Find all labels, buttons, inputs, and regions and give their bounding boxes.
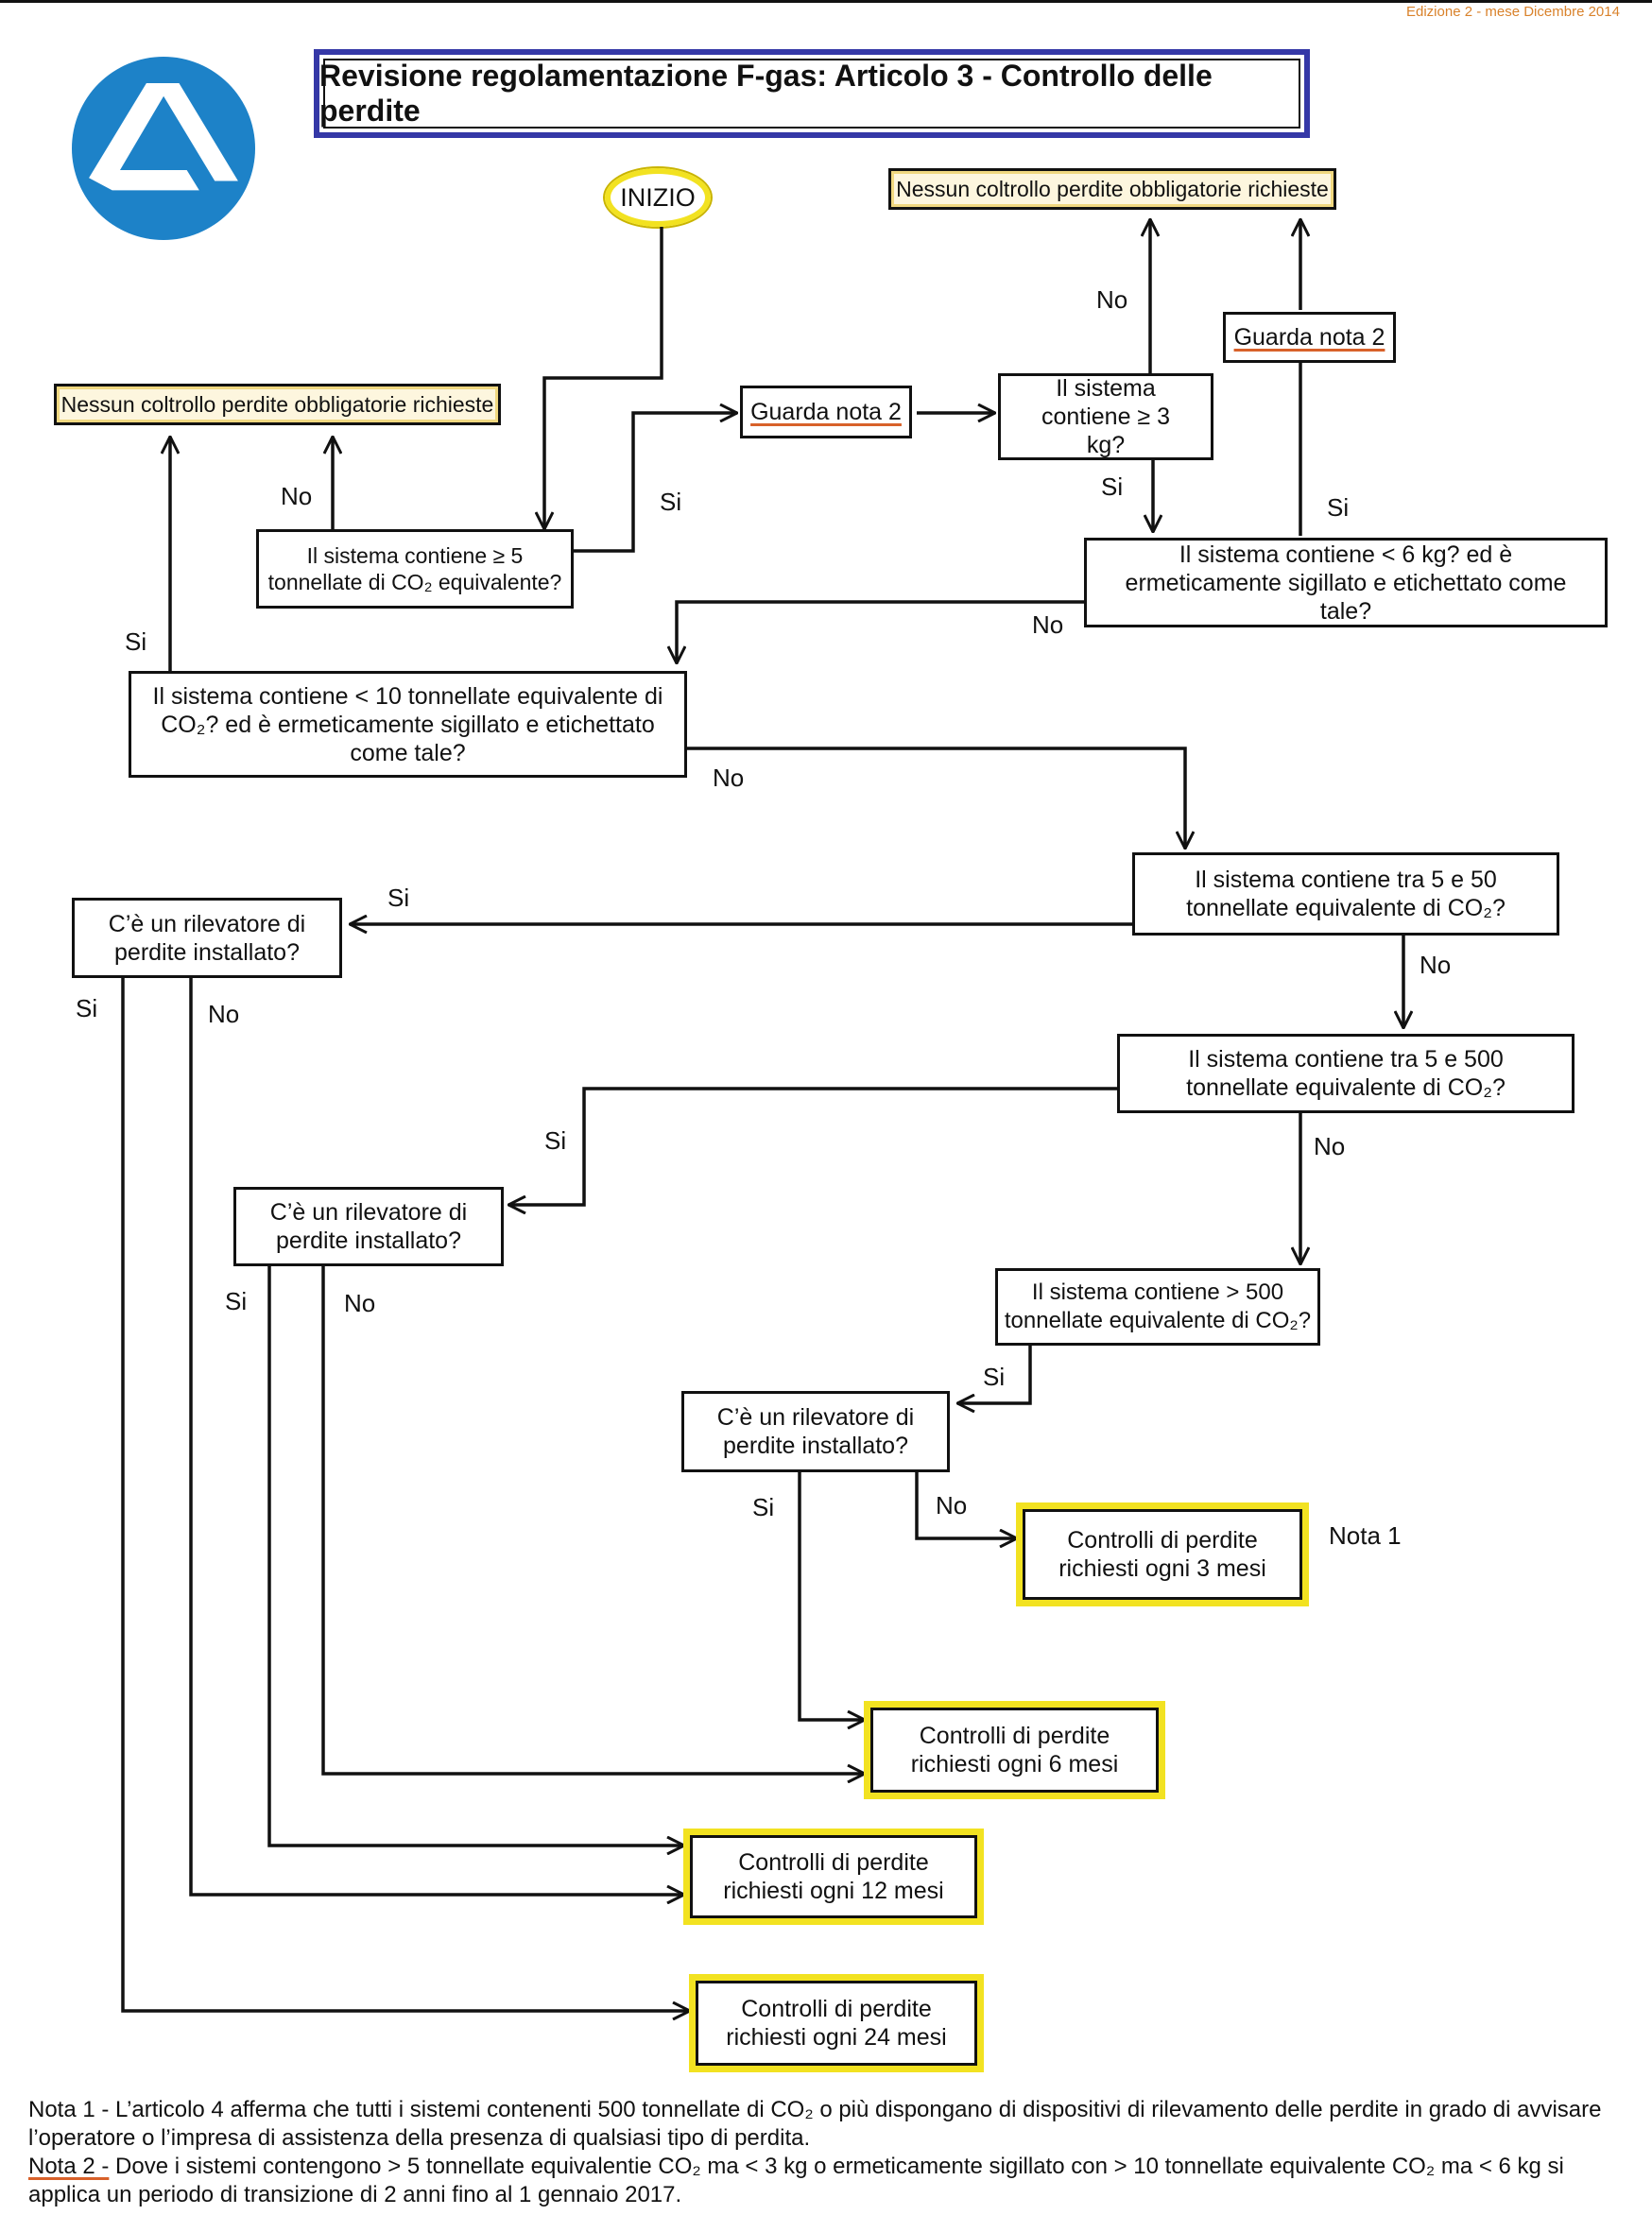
- result-6-mesi: Controlli di perdite richiesti ogni 6 me…: [864, 1701, 1165, 1799]
- logo-icon: [72, 57, 255, 240]
- guarda-nota2-b: Guarda nota 2: [1223, 312, 1396, 363]
- page-title: Revisione regolamentazione F-gas: Artico…: [319, 59, 1213, 128]
- edge-label-5-500-si: Si: [544, 1126, 567, 1155]
- start-node: INIZIO: [605, 168, 711, 227]
- result-24-mesi: Controlli di perdite richiesti ogni 24 m…: [689, 1974, 984, 2072]
- edge-label-5t-no: No: [281, 482, 313, 510]
- edge-label-3kg-si: Si: [1101, 472, 1124, 501]
- edge-label-det2-no: No: [344, 1289, 376, 1317]
- edge-label-det3-si: Si: [752, 1493, 775, 1521]
- edge-label-5-500-no: No: [1314, 1132, 1346, 1160]
- q-5-50-tonnellate: Il sistema contiene tra 5 e 50 tonnellat…: [1132, 852, 1559, 936]
- guarda-nota2-b-label: Guarda nota 2: [1233, 324, 1385, 351]
- q-500-tonnellate: Il sistema contiene > 500 tonnellate equ…: [995, 1268, 1320, 1346]
- edition-label: Edizione 2 - mese Dicembre 2014: [1406, 4, 1620, 20]
- nota2-text: Dove i sistemi contengono > 5 tonnellate…: [28, 2154, 1564, 2207]
- edge-label-10t-no: No: [713, 764, 745, 792]
- edge-label-5-50-no: No: [1420, 951, 1452, 979]
- top-rule: [0, 0, 1652, 3]
- detector-question-3: C’è un rilevatore di perdite installato?: [681, 1391, 950, 1472]
- title-box: Revisione regolamentazione F-gas: Artico…: [314, 49, 1310, 138]
- footnotes: Nota 1 - L’articolo 4 afferma che tutti …: [28, 2096, 1626, 2209]
- q-5-tonnellate: Il sistema contiene ≥ 5 tonnellate di CO…: [256, 529, 574, 609]
- edge-label-3kg-no: No: [1096, 285, 1128, 314]
- edge-label-det3-no: No: [936, 1491, 968, 1520]
- edge-label-10t-si: Si: [125, 627, 147, 656]
- guarda-nota2-a-label: Guarda nota 2: [750, 399, 902, 425]
- q-10-tonnellate: Il sistema contiene < 10 tonnellate equi…: [129, 671, 687, 778]
- q-3kg: Il sistema contiene ≥ 3 kg?: [998, 373, 1213, 460]
- nota1-text: Nota 1 - L’articolo 4 afferma che tutti …: [28, 2097, 1602, 2151]
- edge-label-5-50-si: Si: [387, 884, 410, 912]
- edge-label-det1-si: Si: [76, 994, 98, 1022]
- detector-question-2: C’è un rilevatore di perdite installato?: [233, 1187, 504, 1266]
- nota2: Nota 2 - Dove i sistemi contengono > 5 t…: [28, 2153, 1626, 2209]
- edge-label-500-si: Si: [983, 1363, 1006, 1391]
- detector-question-1: C’è un rilevatore di perdite installato?: [72, 898, 342, 978]
- guarda-nota2-a: Guarda nota 2: [740, 386, 912, 438]
- edge-label-5t-si: Si: [660, 488, 682, 516]
- edge-label-6kg-si: Si: [1327, 493, 1350, 522]
- edge-label-6kg-no: No: [1032, 610, 1064, 639]
- edge-label-det1-no: No: [208, 1000, 240, 1028]
- q-5-500-tonnellate: Il sistema contiene tra 5 e 500 tonnella…: [1117, 1034, 1575, 1113]
- nessun-controllo-left: Nessun coltrollo perdite obbligatorie ri…: [54, 384, 501, 425]
- nota1-reference: Nota 1: [1329, 1521, 1402, 1550]
- result-3-mesi: Controlli di perdite richiesti ogni 3 me…: [1016, 1502, 1309, 1606]
- result-12-mesi: Controlli di perdite richiesti ogni 12 m…: [683, 1829, 984, 1925]
- nessun-controllo-top: Nessun coltrollo perdite obbligatorie ri…: [888, 168, 1336, 210]
- edge-label-det2-si: Si: [225, 1287, 248, 1315]
- nota2-label: Nota 2 -: [28, 2154, 110, 2179]
- q-6kg-sigillato: Il sistema contiene < 6 kg? ed è ermetic…: [1084, 538, 1608, 627]
